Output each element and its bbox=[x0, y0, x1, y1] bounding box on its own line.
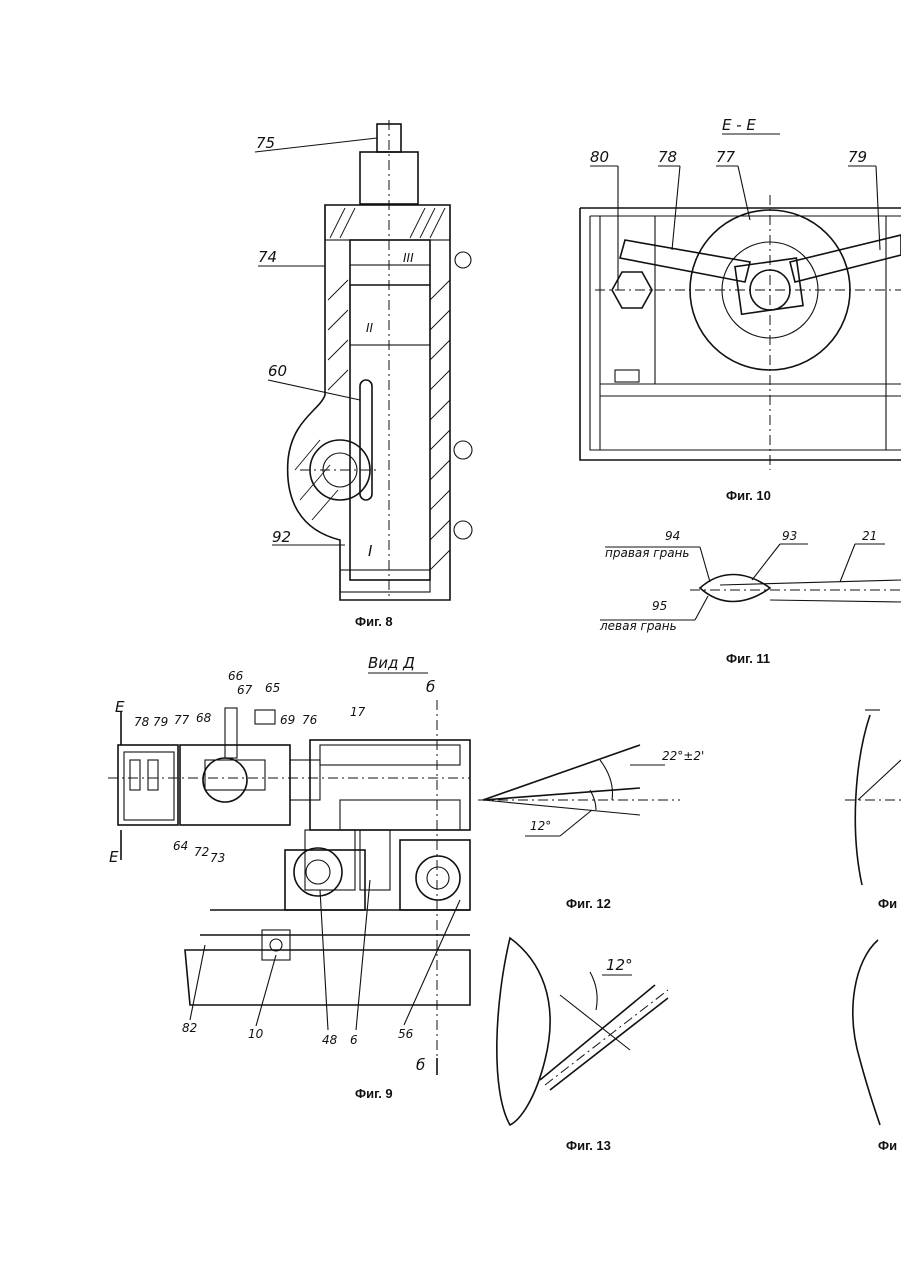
fig-right-bottom-caption: Фи bbox=[878, 1138, 897, 1153]
fig9-label-67: 67 bbox=[237, 683, 253, 697]
fig12-label-angle-12: 12° bbox=[530, 819, 551, 833]
fig8-label-I: I bbox=[368, 542, 373, 560]
figure-13: 12° Фиг. 13 bbox=[497, 938, 668, 1153]
fig10-label-78: 78 bbox=[658, 148, 677, 166]
figure-right-partial-top: Фи bbox=[845, 710, 901, 911]
fig9-label-64: 64 bbox=[173, 839, 188, 853]
figure-9: Вид Д bbox=[108, 654, 470, 1101]
fig8-label-60: 60 bbox=[268, 362, 287, 380]
fig-right-top-caption: Фи bbox=[878, 896, 897, 911]
fig12-caption: Фиг. 12 bbox=[566, 896, 611, 911]
figure-12: 22°±2' 12° Фиг. 12 bbox=[478, 745, 704, 911]
fig9-label-68: 68 bbox=[196, 711, 212, 725]
fig9-label-6: 6 bbox=[350, 1033, 358, 1047]
fig8-label-75: 75 bbox=[256, 134, 275, 152]
fig13-caption: Фиг. 13 bbox=[566, 1138, 611, 1153]
fig9-mark-b-bottom: б bbox=[416, 1056, 425, 1074]
fig9-caption: Фиг. 9 bbox=[355, 1086, 393, 1101]
fig8-label-III: III bbox=[403, 251, 414, 265]
fig10-title: Е - Е bbox=[722, 116, 756, 134]
fig9-label-56: 56 bbox=[398, 1027, 414, 1041]
fig9-label-77: 77 bbox=[174, 713, 190, 727]
fig8-label-92: 92 bbox=[272, 528, 291, 546]
fig11-label-right-face: правая грань bbox=[605, 546, 689, 560]
fig11-label-93: 93 bbox=[782, 529, 797, 543]
fig8-caption: Фиг. 8 bbox=[355, 614, 393, 629]
fig9-label-76: 76 bbox=[302, 713, 318, 727]
fig11-label-left-face: левая грань bbox=[599, 619, 677, 633]
fig9-label-79: 79 bbox=[153, 715, 168, 729]
fig9-mark-E-top: Е bbox=[115, 698, 125, 716]
fig10-label-80: 80 bbox=[590, 148, 609, 166]
fig9-mark-b-top: б bbox=[426, 678, 435, 696]
figure-10: Е - Е 80 78 77 79 Фиг. 10 bbox=[580, 116, 901, 503]
fig9-label-69: 69 bbox=[280, 713, 295, 727]
fig10-label-79: 79 bbox=[848, 148, 867, 166]
fig11-label-21: 21 bbox=[862, 529, 877, 543]
fig9-label-10: 10 bbox=[248, 1027, 264, 1041]
fig8-label-II: II bbox=[366, 321, 374, 335]
figure-11: 94 правая грань 93 21 95 левая грань Фиг… bbox=[599, 529, 901, 666]
fig13-label-angle-12: 12° bbox=[606, 956, 633, 974]
fig9-label-73: 73 bbox=[210, 851, 225, 865]
fig9-label-48: 48 bbox=[322, 1033, 338, 1047]
fig10-label-77: 77 bbox=[716, 148, 736, 166]
figure-8: 75 74 60 92 III II I Фиг. 8 bbox=[255, 120, 472, 629]
figure-right-partial-bottom: Фи bbox=[853, 940, 897, 1153]
fig11-caption: Фиг. 11 bbox=[726, 651, 770, 666]
fig8-label-74: 74 bbox=[258, 248, 277, 266]
fig9-label-17: 17 bbox=[350, 705, 366, 719]
fig9-label-65: 65 bbox=[265, 681, 280, 695]
fig9-mark-E-bottom: Е bbox=[109, 848, 119, 866]
fig9-label-66: 66 bbox=[228, 669, 244, 683]
fig12-label-angle-22: 22°±2' bbox=[662, 749, 704, 763]
fig11-label-95: 95 bbox=[652, 599, 667, 613]
fig9-label-78: 78 bbox=[134, 715, 150, 729]
fig9-label-82: 82 bbox=[182, 1021, 197, 1035]
fig9-title: Вид Д bbox=[368, 654, 415, 672]
fig9-label-72: 72 bbox=[194, 845, 209, 859]
fig10-caption: Фиг. 10 bbox=[726, 488, 771, 503]
fig11-label-94: 94 bbox=[665, 529, 680, 543]
